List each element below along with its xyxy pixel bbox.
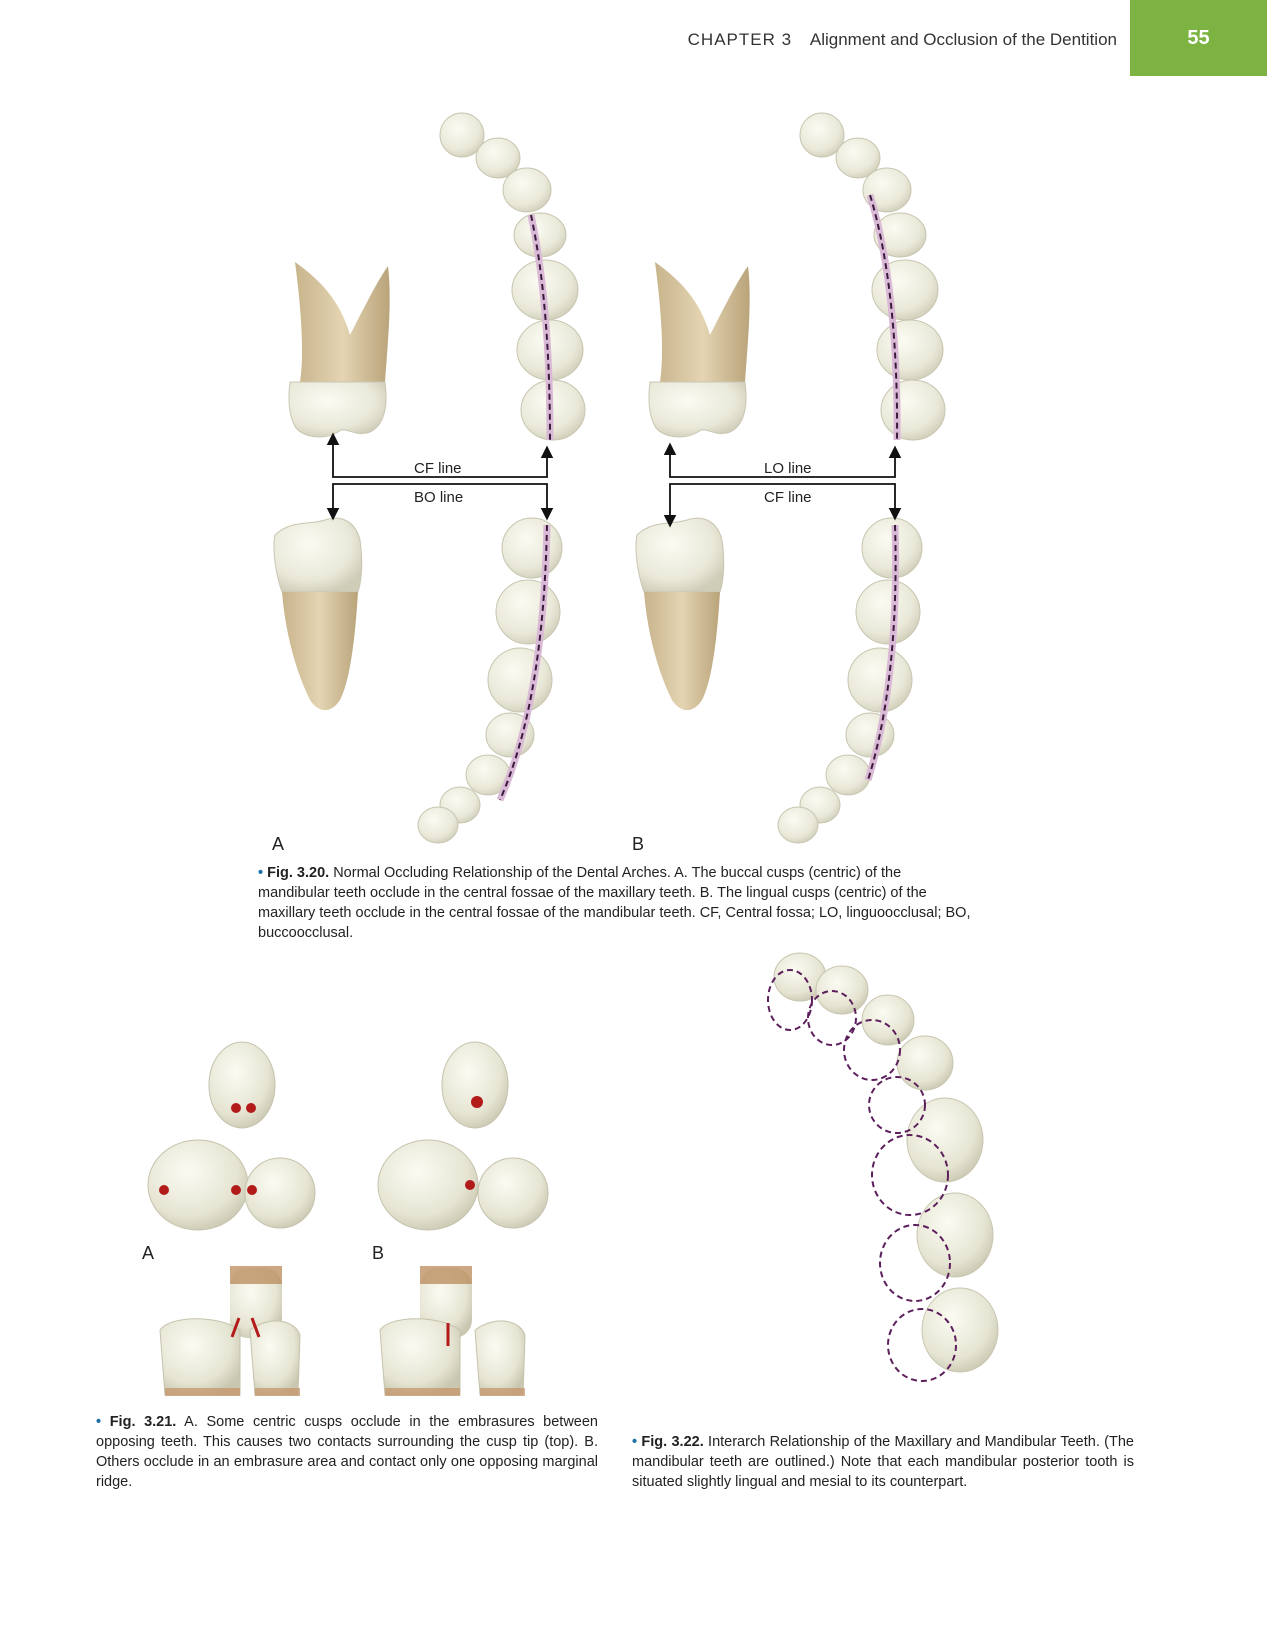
caption-bullet: • — [632, 1434, 638, 1450]
lo-line-label-b: LO line — [764, 460, 812, 477]
fig-3-22-caption: • Fig. 3.22. Interarch Relationship of t… — [632, 1432, 1134, 1492]
caption-text: Normal Occluding Relationship of the Den… — [258, 865, 971, 941]
fig-3-20-caption: • Fig. 3.20. Normal Occluding Relationsh… — [258, 863, 973, 943]
caption-bullet: • — [258, 865, 264, 881]
premolar-occlusal-a — [208, 1041, 276, 1129]
molar-occlusal-a — [147, 1139, 316, 1231]
occlusal-lines-b — [663, 442, 902, 528]
mandibular-arch-b — [777, 517, 923, 844]
maxillary-molar-a — [288, 262, 390, 438]
molar-occlusal-b — [377, 1139, 549, 1231]
mandibular-molar-a — [273, 517, 363, 711]
fig-3-21-letter-b: B — [372, 1243, 385, 1263]
maxillary-arch-22 — [773, 952, 999, 1373]
fig-3-21-illustration — [147, 1041, 549, 1396]
cf-line-label-b: CF line — [764, 489, 812, 506]
mandibular-molar-b — [635, 517, 725, 711]
mandibular-outline-22 — [767, 969, 957, 1382]
fig-3-22-illustration — [767, 952, 999, 1382]
cf-line-label-a: CF line — [414, 460, 462, 477]
maxillary-arch-a — [439, 112, 586, 441]
maxillary-molar-b — [648, 262, 750, 438]
panel-letter-a: A — [272, 834, 285, 854]
caption-text: Interarch Relationship of the Maxillary … — [632, 1434, 1134, 1490]
figure-label: Fig. 3.22. — [641, 1434, 704, 1450]
mandibular-arch-a — [417, 517, 563, 844]
side-view-a — [159, 1266, 301, 1396]
page-number-box: 55 — [1130, 0, 1267, 76]
figure-label: Fig. 3.21. — [109, 1414, 177, 1430]
side-view-b — [379, 1266, 526, 1396]
panel-letter-b: B — [632, 834, 645, 854]
chapter-title: Alignment and Occlusion of the Dentition — [809, 30, 1117, 49]
fig-3-20-illustration — [273, 112, 946, 844]
maxillary-arch-b — [799, 112, 946, 441]
chapter-label: CHAPTER 3 — [687, 30, 793, 49]
bo-line-label-a: BO line — [414, 489, 464, 506]
running-header: CHAPTER 3 Alignment and Occlusion of the… — [688, 30, 1117, 50]
premolar-occlusal-b — [441, 1041, 509, 1129]
occlusal-lines-a — [326, 432, 554, 521]
fig-3-21-caption: • Fig. 3.21. A. Some centric cusps occlu… — [96, 1412, 598, 1492]
page-number: 55 — [1187, 26, 1210, 49]
fig-3-21-letter-a: A — [142, 1243, 155, 1263]
caption-bullet: • — [96, 1414, 102, 1430]
figure-label: Fig. 3.20. — [267, 865, 330, 881]
caption-text: A. Some centric cusps occlude in the emb… — [96, 1414, 598, 1490]
